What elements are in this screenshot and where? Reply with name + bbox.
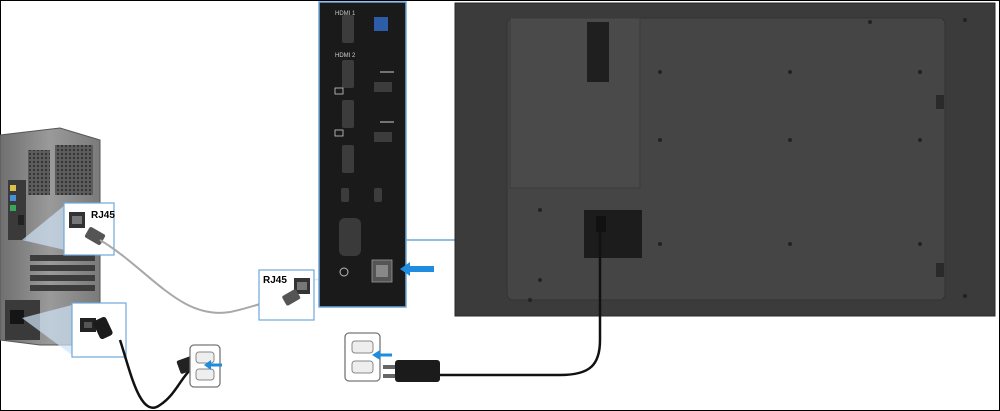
monitor-back [454,2,996,317]
audio-port [339,267,349,277]
monitor-mount-tab-bottom [936,263,944,277]
ethernet-plug-panel [282,289,301,306]
monitor-mount-tab-top [936,95,944,109]
usb-a-port-1 [374,82,392,92]
usb-c-port-2 [374,188,382,202]
hdmi1-port [342,15,354,43]
rs232-port [339,218,361,256]
arrow-left-icon [400,262,434,276]
dp-in-port [342,100,354,128]
power-socket-icon [80,318,96,332]
displayport-icon [334,87,344,95]
pc-power-socket [10,310,24,324]
wall-outlet-right [344,332,392,382]
monitor-handle-slot [587,22,609,82]
dp-out-port [342,145,354,173]
usb-b-port [374,17,388,31]
pc-expansion-slots [30,255,95,291]
hdmi2-port [342,60,354,88]
hdmi2-label: HDMI 2 [335,53,356,59]
rj45-port-icon [294,278,310,294]
displayport-icon [334,129,344,137]
pc-power-callout [22,302,127,358]
rj45-label-panel: RJ45 [263,275,287,286]
monitor-power-socket [584,210,642,258]
monitor-power-cable [440,232,602,377]
usb-a-port-2 [374,132,392,142]
usb-c-port-1 [341,188,349,202]
hdmi1-label: HDMI 1 [335,11,356,17]
rj45-label-pc: RJ45 [91,210,115,221]
power-plug-pc [93,316,113,340]
rj45-port-icon [69,212,85,228]
pc-power-cable [118,339,191,409]
pc-rj45-callout: RJ45 [22,202,115,256]
monitor-vesa-holes [528,18,967,302]
wall-outlet-left [189,344,222,388]
io-panel: HDMI 1 HDMI 2 [318,1,407,308]
pc-vent-top [28,150,50,195]
monitor-wall-plug [383,360,440,382]
pc-fan-grille [55,145,93,195]
